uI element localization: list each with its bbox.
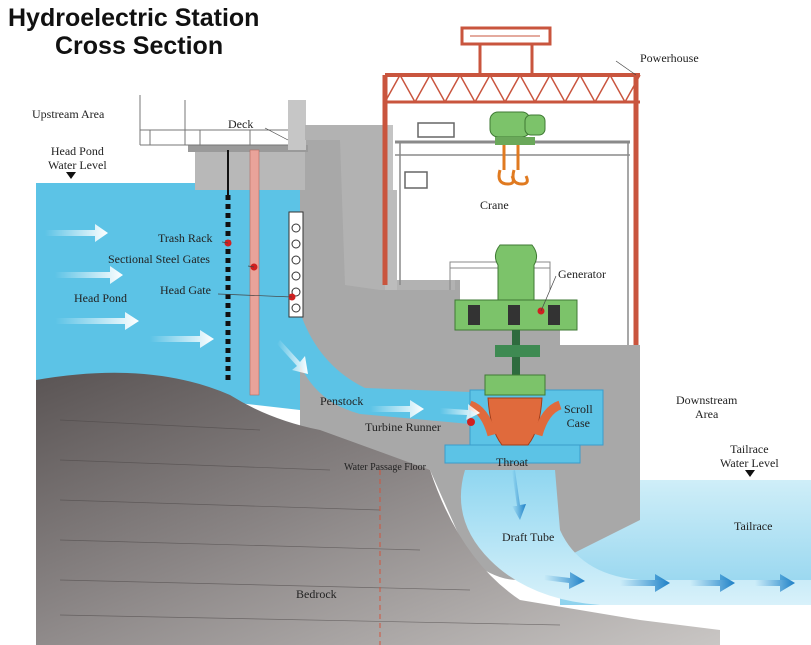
- label-bedrock: Bedrock: [296, 587, 337, 601]
- bedrock: [36, 372, 720, 645]
- powerhouse-roof-truss: [382, 26, 641, 345]
- label-scroll-case: Scroll Case: [564, 402, 593, 430]
- label-tailrace-water-level: Tailrace Water Level: [720, 442, 779, 470]
- label-deck: Deck: [228, 117, 254, 131]
- label-head-pond-water-level: Head Pond Water Level: [48, 144, 107, 172]
- label-throat: Throat: [496, 455, 528, 469]
- flow-arrows: [45, 224, 795, 592]
- label-sectional-steel-gates: Sectional Steel Gates: [108, 252, 210, 266]
- powerhouse-substructure: [300, 125, 640, 580]
- head-pond-level-marker-icon: [66, 172, 76, 179]
- label-generator: Generator: [558, 267, 606, 281]
- deck-platform: [188, 145, 308, 152]
- crane-hook-icon: [497, 145, 529, 186]
- sectional-steel-gates: [249, 149, 260, 396]
- label-head-pond: Head Pond: [74, 291, 127, 305]
- head-pond-water: [36, 183, 460, 420]
- label-crane: Crane: [480, 198, 509, 212]
- turbine-runner: [467, 374, 562, 446]
- label-water-passage-floor: Water Passage Floor: [344, 462, 426, 473]
- label-downstream-area: Downstream Area: [676, 393, 738, 421]
- crane-trolley: [489, 111, 546, 145]
- label-powerhouse: Powerhouse: [640, 51, 699, 65]
- label-tailrace: Tailrace: [734, 519, 773, 533]
- label-upstream-area: Upstream Area: [32, 107, 105, 121]
- label-turbine-runner: Turbine Runner: [365, 420, 441, 434]
- draft-tube: [460, 470, 811, 605]
- label-draft-tube: Draft Tube: [502, 530, 555, 544]
- diagram-title-line1: Hydroelectric Station: [8, 4, 260, 32]
- label-trash-rack: Trash Rack: [158, 231, 213, 245]
- powerhouse-wall: [305, 125, 455, 290]
- penstock-passage: [290, 312, 470, 424]
- diagram-title-line2: Cross Section: [55, 32, 224, 60]
- generator: [449, 244, 578, 331]
- deck-railing: [139, 95, 290, 146]
- tailrace-level-marker-icon: [745, 470, 755, 477]
- label-head-gate: Head Gate: [160, 283, 211, 297]
- label-penstock: Penstock: [320, 394, 364, 408]
